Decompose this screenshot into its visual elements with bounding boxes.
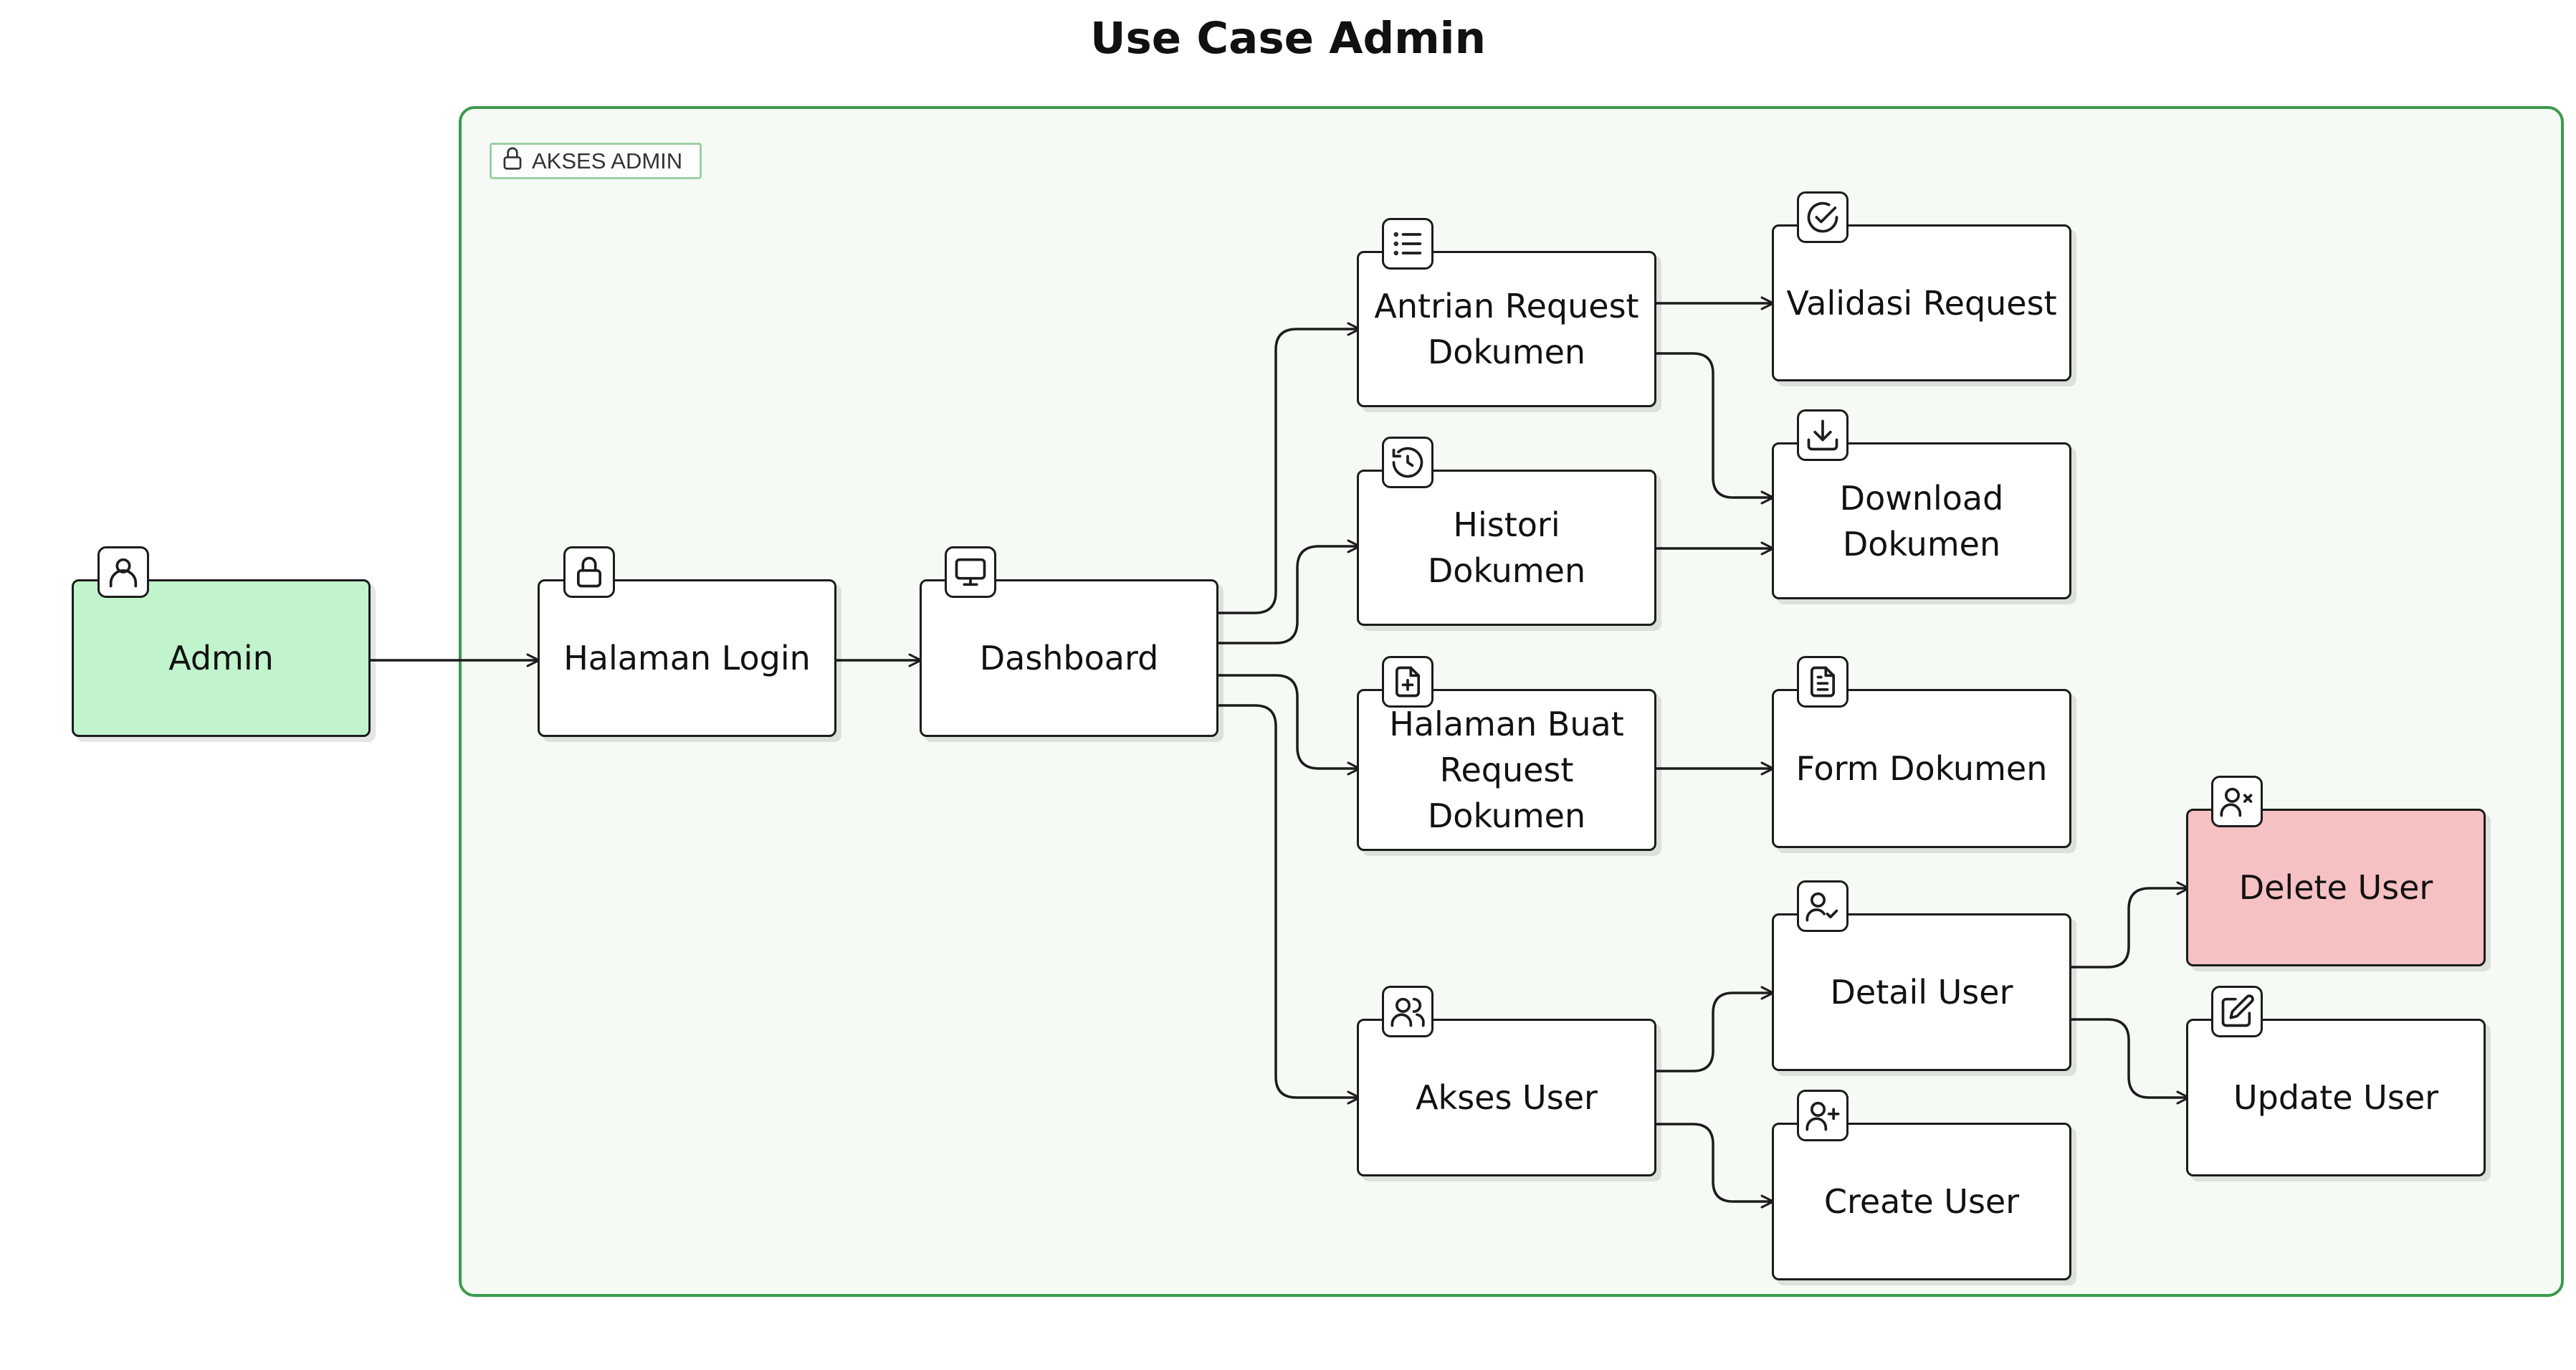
node-delete-user[interactable]: Delete User	[2186, 809, 2486, 966]
node-akses-user[interactable]: Akses User	[1357, 1019, 1656, 1176]
node-antrian-request[interactable]: Antrian Request Dokumen	[1357, 251, 1656, 407]
edge-detail-delete	[2070, 881, 2190, 969]
node-update-user-label: Update User	[2233, 1078, 2439, 1117]
node-buat-request-label: Halaman Buat Request Dokumen	[1389, 705, 1624, 835]
node-halaman-login-label: Halaman Login	[563, 639, 811, 677]
node-download-dokumen[interactable]: Download Dokumen	[1772, 442, 2071, 599]
users-icon	[1382, 986, 1434, 1037]
boundary-label-text: AKSES ADMIN	[532, 148, 683, 173]
edge-antrian-download	[1655, 352, 1775, 505]
node-delete-user-label: Delete User	[2238, 868, 2433, 907]
node-halaman-login[interactable]: Halaman Login	[538, 579, 836, 737]
user-x-icon	[2211, 776, 2263, 827]
user-check-icon	[1797, 880, 1848, 932]
node-update-user[interactable]: Update User	[2186, 1019, 2486, 1176]
node-histori-dokumen-label: Histori Dokumen	[1427, 505, 1586, 590]
edge-dashboard-akses	[1217, 704, 1361, 1105]
node-antrian-request-label: Antrian Request Dokumen	[1374, 287, 1639, 371]
edge-dashboard-antrian	[1217, 322, 1361, 614]
node-buat-request[interactable]: Halaman Buat Request Dokumen	[1357, 689, 1656, 851]
node-create-user-label: Create User	[1823, 1182, 2020, 1221]
history-icon	[1382, 437, 1434, 488]
node-akses-user-label: Akses User	[1416, 1078, 1598, 1117]
edit-icon	[2211, 986, 2263, 1037]
boundary-label: AKSES ADMIN	[490, 143, 702, 179]
node-validasi-request[interactable]: Validasi Request	[1772, 224, 2071, 381]
user-icon	[97, 546, 149, 598]
diagram-title: Use Case Admin	[1089, 13, 1487, 64]
file-text-icon	[1797, 656, 1848, 708]
node-detail-user-label: Detail User	[1830, 973, 2013, 1012]
download-icon	[1797, 409, 1848, 461]
lock-icon	[499, 145, 526, 178]
node-admin[interactable]: Admin	[72, 579, 371, 737]
edge-akses-create	[1655, 1123, 1775, 1209]
user-plus-icon	[1797, 1090, 1848, 1141]
node-form-dokumen[interactable]: Form Dokumen	[1772, 689, 2071, 848]
node-admin-label: Admin	[168, 639, 274, 677]
node-form-dokumen-label: Form Dokumen	[1795, 749, 2048, 788]
node-dashboard[interactable]: Dashboard	[920, 579, 1218, 737]
edge-akses-detail	[1655, 986, 1775, 1072]
edge-dashboard-histori	[1217, 539, 1361, 644]
edge-dashboard-buat	[1217, 674, 1361, 776]
node-histori-dokumen[interactable]: Histori Dokumen	[1357, 470, 1656, 626]
node-create-user[interactable]: Create User	[1772, 1123, 2071, 1280]
node-detail-user[interactable]: Detail User	[1772, 913, 2071, 1071]
node-validasi-request-label: Validasi Request	[1786, 283, 2057, 323]
lock-icon	[563, 546, 615, 598]
edge-detail-update	[2070, 1018, 2190, 1105]
node-dashboard-label: Dashboard	[979, 639, 1159, 677]
file-plus-icon	[1382, 656, 1434, 708]
check-circle-icon	[1797, 191, 1848, 243]
node-download-dokumen-label: Download Dokumen	[1839, 478, 2004, 563]
list-icon	[1382, 218, 1434, 270]
monitor-icon	[945, 546, 996, 598]
